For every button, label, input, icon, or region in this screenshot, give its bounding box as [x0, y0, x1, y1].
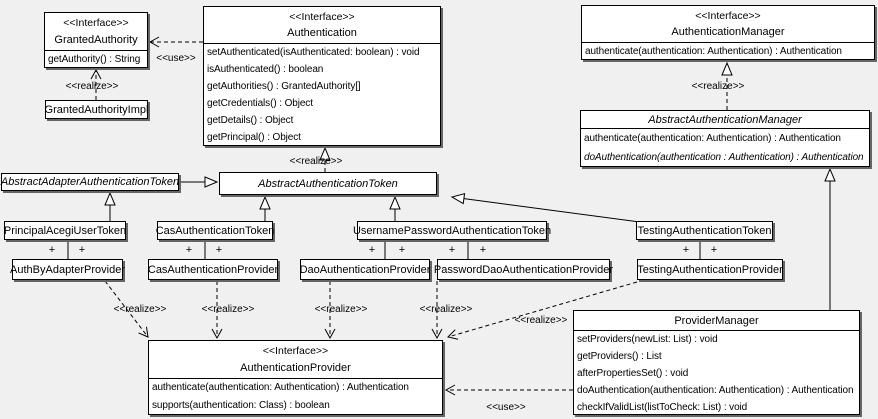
class-name: CasAuthenticationToken: [155, 224, 275, 237]
class-testing-authentication-token: TestingAuthenticationToken: [636, 221, 773, 240]
class-authentication-manager: <<Interface>> AuthenticationManager auth…: [581, 5, 875, 60]
stereotype-label: <<Interface>>: [695, 10, 761, 22]
realize-label: <<realize>>: [692, 81, 745, 92]
method-list: authenticate(authentication: Authenticat…: [149, 378, 442, 415]
class-name: AbstractAdapterAuthenticationToken: [0, 176, 180, 188]
method: getProviders() : List: [577, 351, 662, 362]
realize-label: <<realize>>: [315, 304, 368, 315]
realize-label: <<realize>>: [420, 304, 473, 315]
assoc-end-plus: +: [399, 244, 405, 256]
assoc-end-plus: +: [79, 244, 85, 256]
class-name: TestingAuthenticationProvider: [637, 263, 783, 276]
method: supports(authentication: Class) : boolea…: [152, 400, 330, 411]
method: authenticate(authentication: Authenticat…: [152, 382, 409, 393]
class-cas-authentication-provider: CasAuthenticationProvider: [148, 259, 278, 280]
realize-label: <<realize>>: [515, 315, 568, 326]
use-label: <<use>>: [156, 53, 196, 64]
method: doAuthentication(authentication: Authent…: [577, 385, 854, 396]
use-label: <<use>>: [486, 402, 526, 413]
class-cas-authentication-token: CasAuthenticationToken: [155, 221, 275, 240]
assoc-end-plus: +: [216, 244, 222, 256]
assoc-end-plus: +: [480, 244, 486, 256]
class-name: PrincipalAcegiUserToken: [3, 224, 127, 237]
method-list: setAuthenticated(isAuthenticated: boolea…: [204, 43, 440, 146]
stereotype-label: <<Interface>>: [63, 17, 129, 30]
class-username-password-authentication-token: UsernamePasswordAuthenticationToken: [353, 221, 551, 240]
method-list: setProviders(newList: List) : void getPr…: [574, 330, 859, 416]
realize-label: <<realize>>: [202, 304, 255, 315]
method: getPrincipal() : Object: [207, 132, 301, 143]
class-name: DaoAuthenticationProvider: [299, 263, 431, 276]
class-name: TestingAuthenticationToken: [637, 224, 772, 237]
realize-label: <<realize>>: [114, 304, 167, 315]
method: getCredentials() : Object: [207, 98, 313, 109]
class-name: CasAuthenticationProvider: [147, 263, 279, 276]
method: checkIfValidList(listToCheck: List) : vo…: [577, 402, 748, 413]
class-granted-authority-impl: GrantedAuthorityImpl: [45, 100, 148, 119]
class-name: UsernamePasswordAuthenticationToken: [352, 224, 552, 237]
class-header: <<Interface>> AuthenticationManager: [582, 6, 874, 42]
stereotype-label: <<Interface>>: [289, 11, 355, 23]
class-name: ProviderManager: [674, 314, 759, 327]
method: getDetails() : Object: [207, 115, 294, 126]
class-name: AbstractAuthenticationToken: [258, 177, 398, 190]
class-authentication-provider: <<Interface>> AuthenticationProvider aut…: [148, 340, 443, 415]
class-abstract-authentication-token: AbstractAuthenticationToken: [219, 172, 437, 195]
generalization-testing-token: [450, 192, 641, 223]
method: setProviders(newList: List) : void: [577, 334, 718, 345]
method: isAuthenticated() : boolean: [207, 64, 324, 75]
assoc-end-plus: +: [711, 244, 717, 256]
class-auth-by-adapter-provider: AuthByAdapterProvider: [10, 259, 125, 280]
class-name: GrantedAuthority: [54, 33, 138, 46]
assoc-end-plus: +: [369, 244, 375, 256]
assoc-end-plus: +: [449, 244, 455, 256]
class-header: <<Interface>> GrantedAuthority: [45, 13, 147, 50]
class-authentication: <<Interface>> Authentication setAuthenti…: [203, 6, 441, 146]
stereotype-label: <<Interface>>: [262, 345, 329, 358]
method: authenticate(authentication: Authenticat…: [585, 46, 842, 57]
method: getAuthority() : String: [48, 54, 141, 65]
assoc-end-plus: +: [683, 244, 689, 256]
method: getAuthorities() : GrantedAuthority[]: [207, 81, 361, 92]
method: afterPropertiesSet() : void: [577, 368, 689, 379]
method: doAuthentication(authentication : Authen…: [584, 152, 864, 163]
class-name: Authentication: [287, 27, 357, 39]
class-header: AbstractAuthenticationManager: [581, 111, 869, 128]
realize-label: <<realize>>: [66, 81, 119, 92]
method-list: getAuthority() : String: [45, 50, 147, 68]
class-name: PasswordDaoAuthenticationProvider: [433, 263, 614, 276]
class-name: GrantedAuthorityImpl: [44, 103, 149, 116]
class-header: ProviderManager: [574, 311, 859, 330]
class-header: <<Interface>> Authentication: [204, 7, 440, 43]
assoc-end-plus: +: [49, 244, 55, 256]
class-name: AuthenticationManager: [671, 26, 785, 38]
method-list: authenticate(authentication: Authenticat…: [582, 42, 874, 60]
realize-authbyadapter-provider: [104, 280, 149, 338]
class-principal-acegi-user-token: PrincipalAcegiUserToken: [4, 221, 126, 240]
class-password-dao-authentication-provider: PasswordDaoAuthenticationProvider: [433, 259, 614, 280]
realize-label: <<realize>>: [290, 156, 343, 167]
method-list: authenticate(authentication: Authenticat…: [581, 128, 869, 167]
class-abstract-authentication-manager: AbstractAuthenticationManager authentica…: [580, 110, 870, 167]
class-dao-authentication-provider: DaoAuthenticationProvider: [300, 259, 430, 280]
class-abstract-adapter-authentication-token: AbstractAdapterAuthenticationToken: [1, 173, 179, 191]
class-granted-authority: <<Interface>> GrantedAuthority getAuthor…: [44, 12, 148, 68]
class-name: AuthenticationProvider: [240, 361, 351, 374]
class-name: AbstractAuthenticationManager: [648, 113, 802, 126]
class-header: <<Interface>> AuthenticationProvider: [149, 341, 442, 378]
class-name: AuthByAdapterProvider: [10, 263, 125, 276]
assoc-end-plus: +: [186, 244, 192, 256]
class-testing-authentication-provider: TestingAuthenticationProvider: [637, 259, 783, 280]
method: authenticate(authentication: Authenticat…: [584, 133, 841, 144]
realize-testing-provider: [447, 281, 638, 340]
method: setAuthenticated(isAuthenticated: boolea…: [207, 47, 420, 58]
class-provider-manager: ProviderManager setProviders(newList: Li…: [573, 310, 860, 415]
